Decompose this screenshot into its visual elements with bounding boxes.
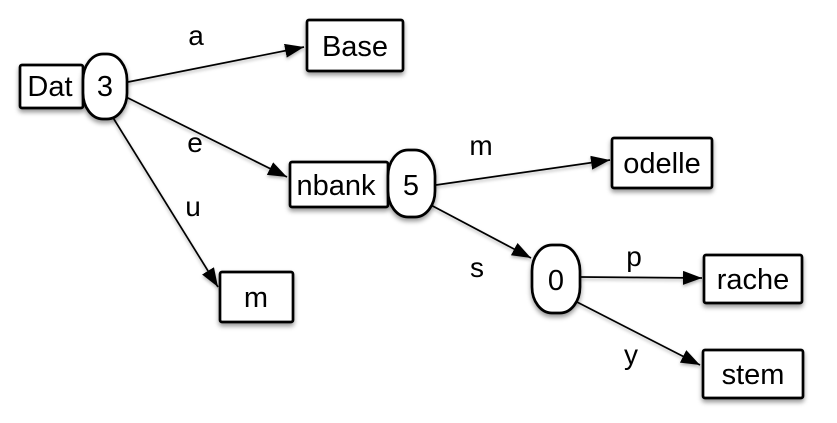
nbank-count-capsule	[386, 148, 437, 219]
node-m-leaf: m	[218, 270, 295, 324]
edge-u-label: u	[185, 191, 201, 222]
nbank-prefix-label: nbank	[296, 170, 376, 202]
nbank-count-label: 5	[403, 170, 419, 202]
node-odelle: odelle	[610, 136, 714, 190]
edge-e-arrow	[125, 96, 288, 178]
edge-labels-layer: a e u m s p y	[185, 20, 642, 370]
rache-label: rache	[717, 264, 790, 296]
zero-count-label: 0	[548, 265, 564, 297]
edge-e-label: e	[187, 127, 203, 158]
edge-a-label: a	[188, 20, 204, 51]
base-box	[305, 18, 405, 73]
edge-p-label: p	[626, 241, 642, 272]
zero-count-capsule	[530, 243, 582, 315]
odelle-label: odelle	[623, 148, 700, 180]
stem-box	[701, 348, 805, 400]
edge-m-arrow	[435, 155, 611, 186]
edge-u-arrow	[111, 115, 219, 288]
node-nbank: nbank 5	[288, 148, 437, 219]
edge-s-label: s	[470, 252, 484, 283]
root-count-label: 3	[97, 71, 113, 103]
edges-layer	[111, 43, 703, 366]
edge-p-arrow	[580, 270, 703, 285]
node-zero: 0	[530, 243, 582, 315]
odelle-box	[610, 136, 714, 190]
root-count-capsule	[81, 52, 129, 121]
edge-a-arrow	[127, 43, 305, 83]
node-rache: rache	[702, 253, 804, 305]
stem-label: stem	[722, 359, 785, 391]
root-prefix-label: Dat	[27, 71, 72, 103]
node-stem: stem	[701, 348, 805, 400]
edge-m-label: m	[469, 130, 492, 161]
rache-box	[702, 253, 804, 305]
node-base: Base	[305, 18, 405, 73]
base-label: Base	[322, 31, 388, 63]
edge-s-arrow	[426, 202, 532, 259]
node-root: Dat 3	[18, 52, 129, 121]
edge-y-arrow	[574, 300, 701, 366]
m-leaf-box	[218, 270, 295, 324]
edge-y-label: y	[624, 339, 638, 370]
m-leaf-label: m	[244, 282, 268, 314]
